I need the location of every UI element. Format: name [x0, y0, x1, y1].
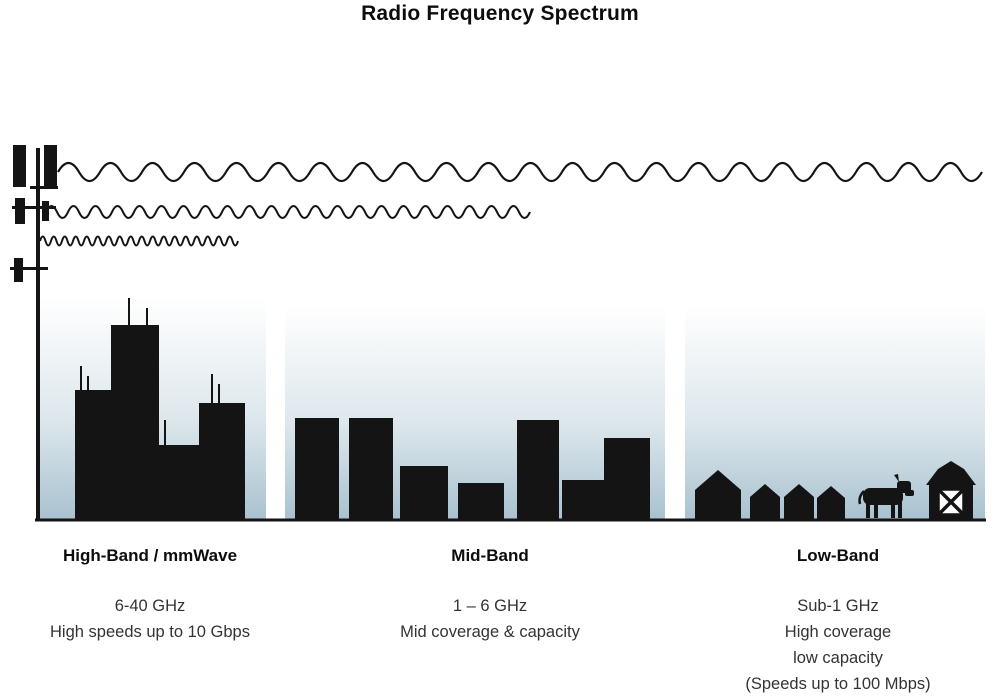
building-icon	[458, 483, 504, 520]
cow-icon	[858, 474, 914, 518]
mid-band-skyline	[295, 418, 650, 520]
building-icon	[295, 418, 339, 520]
house-icon	[695, 470, 845, 520]
mid-frequency-wave-icon	[45, 204, 531, 220]
band-detail: (Speeds up to 100 Mbps)	[745, 675, 931, 693]
building-icon	[562, 480, 604, 520]
low-frequency-wave-icon	[57, 161, 983, 183]
rooftop-antenna-icon	[80, 298, 220, 447]
low-band-scene	[695, 461, 976, 520]
band-name: High-Band / mmWave	[62, 546, 238, 565]
band-label-low: Low-Band Sub-1 GHz High coverage low cap…	[688, 546, 988, 697]
cell-tower-icon	[10, 145, 58, 520]
barn-icon	[926, 461, 976, 520]
band-frequency: 1 – 6 GHz	[452, 597, 528, 615]
band-label-mid: Mid-Band 1 – 6 GHz Mid coverage & capaci…	[330, 546, 650, 645]
building-icon	[517, 420, 559, 520]
band-name: Low-Band	[796, 546, 880, 565]
band-detail: low capacity	[793, 649, 883, 667]
band-detail: Mid coverage & capacity	[400, 623, 580, 641]
band-frequency: 6-40 GHz	[114, 597, 186, 615]
radio-waves	[39, 161, 983, 247]
band-detail: High coverage	[784, 623, 892, 641]
skyscraper-icon	[75, 325, 245, 520]
building-icon	[400, 466, 448, 520]
band-detail: High speeds up to 10 Gbps	[50, 623, 250, 641]
spectrum-illustration	[10, 145, 986, 522]
page-title: Radio Frequency Spectrum	[361, 2, 639, 25]
band-frequency: Sub-1 GHz	[797, 597, 879, 615]
band-name: Mid-Band	[451, 546, 529, 565]
building-icon	[349, 418, 393, 520]
band-label-high: High-Band / mmWave 6-40 GHz High speeds …	[0, 546, 300, 645]
high-frequency-wave-icon	[39, 235, 239, 247]
high-band-skyline	[75, 298, 245, 520]
building-icon	[604, 438, 650, 520]
